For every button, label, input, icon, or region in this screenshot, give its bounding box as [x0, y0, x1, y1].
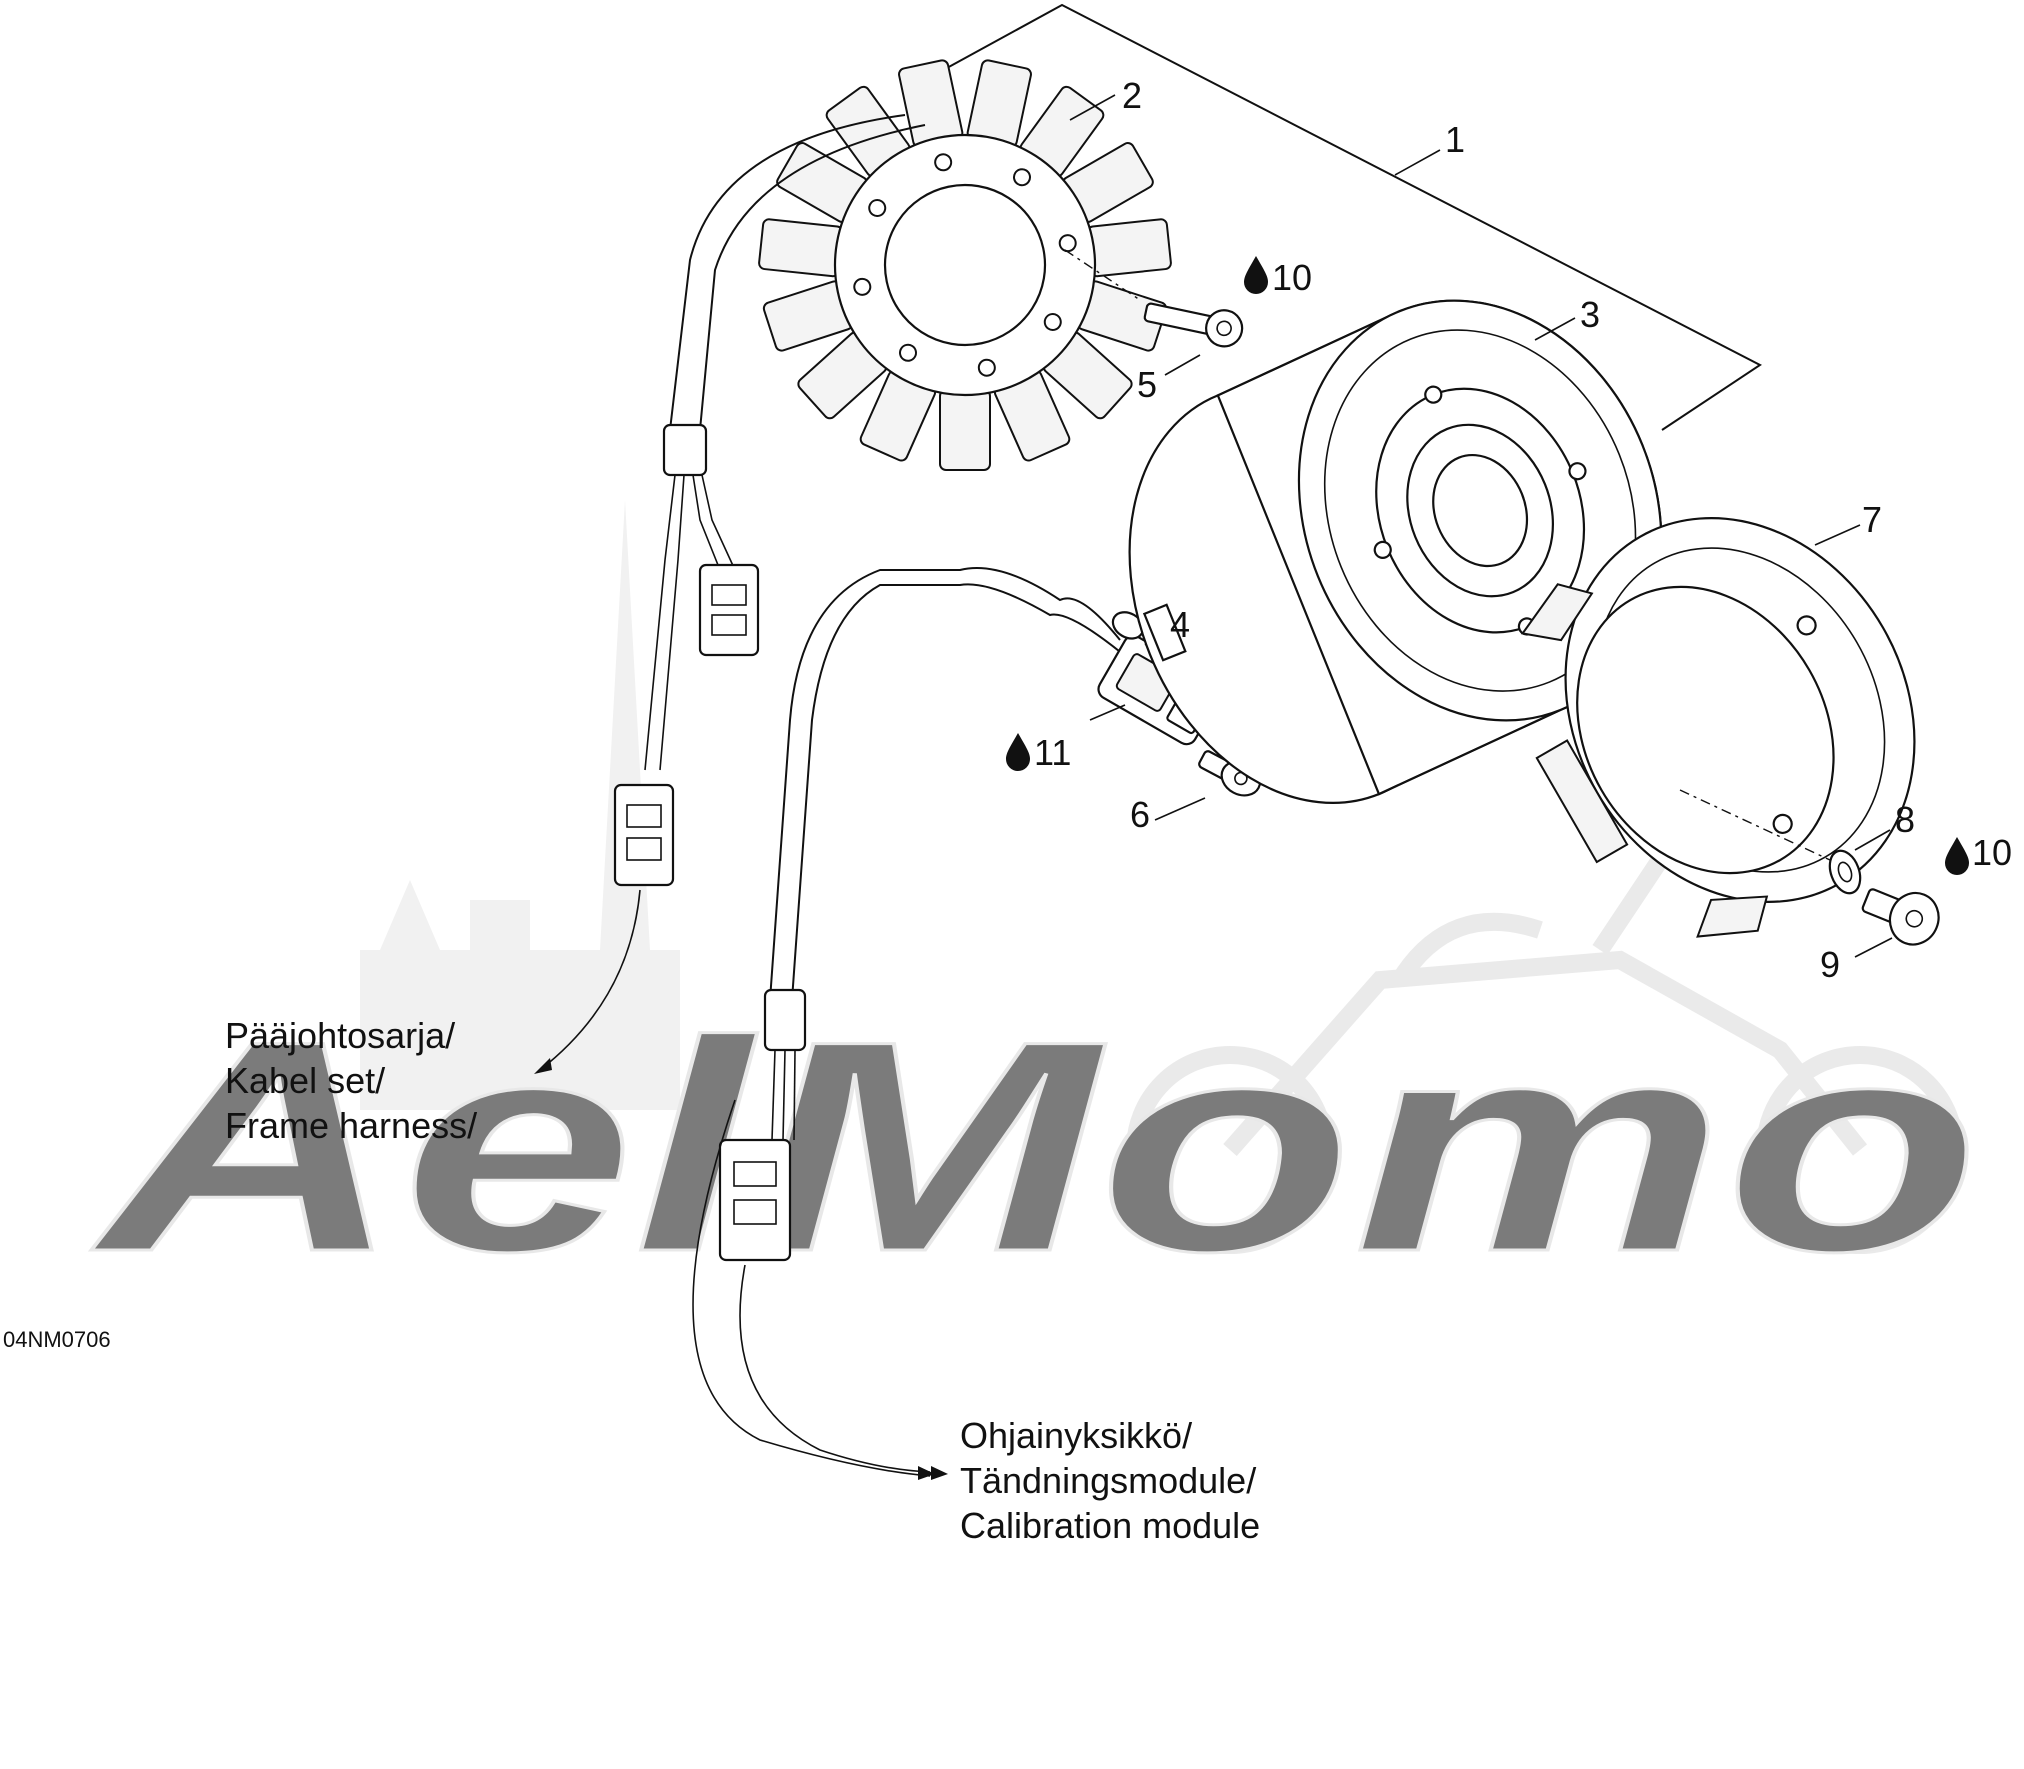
drawing-code: 04NM0706 — [3, 1327, 111, 1352]
callout-5: 5 — [1137, 364, 1157, 405]
screw-9 — [1861, 888, 1940, 946]
harness-label-line-1: Pääjohtosarja/ — [225, 1015, 455, 1056]
compound-10-lower: 10 — [1972, 832, 2012, 873]
drop-icon — [1006, 733, 1030, 771]
callout-9: 9 — [1820, 944, 1840, 985]
module-label-line-3: Calibration module — [960, 1505, 1260, 1546]
leader-5 — [1164, 354, 1201, 376]
flywheel — [1128, 299, 1663, 804]
leader-3 — [1534, 317, 1576, 341]
callout-1: 1 — [1445, 119, 1465, 160]
callout-8: 8 — [1895, 799, 1915, 840]
stator-harness — [534, 114, 926, 1074]
stator-poles — [758, 59, 1172, 471]
harness-label-line-3: Frame harness/ — [225, 1105, 477, 1146]
stator-connector-lower — [613, 783, 675, 887]
screw-5-centerline — [1064, 249, 1141, 301]
stator — [758, 59, 1172, 471]
harness-arrowhead — [534, 1058, 552, 1074]
harness-label-line-2: Kabel set/ — [225, 1060, 385, 1101]
leader-8 — [1854, 829, 1891, 851]
drop-icon — [1945, 837, 1969, 875]
drop-icon — [1244, 256, 1268, 294]
ring-gear-centerline — [1679, 789, 1831, 861]
assembly-bracket — [924, 3, 1762, 431]
callout-7: 7 — [1862, 499, 1882, 540]
module-label-line-2: Tändningsmodule/ — [960, 1460, 1256, 1501]
module-leader-a — [739, 1264, 931, 1473]
trigger-coil-harness — [692, 567, 1131, 1480]
module-leader-b — [692, 1099, 931, 1477]
callout-2: 2 — [1122, 75, 1142, 116]
washer-8 — [1828, 849, 1862, 895]
coil-harness-sleeve — [763, 988, 807, 1052]
watermark-text: AelMomo — [87, 978, 1980, 1314]
screw-5 — [1143, 302, 1244, 348]
callout-4: 4 — [1170, 604, 1190, 645]
leader-9 — [1854, 937, 1893, 958]
leader-11 — [1089, 704, 1126, 721]
leader-1 — [1394, 149, 1441, 176]
ring-gear — [1520, 517, 1916, 938]
leader-6 — [1154, 797, 1206, 821]
watermark-castle-silhouette — [360, 500, 680, 1110]
compound-11: 11 — [1034, 732, 1071, 773]
module-label-line-1: Ohjainyksikkö/ — [960, 1415, 1192, 1456]
watermark: AelMomo — [85, 500, 1981, 1316]
compound-10-upper: 10 — [1272, 257, 1312, 298]
harness-leader — [539, 889, 641, 1071]
stator-connector-upper — [698, 563, 760, 657]
callout-3: 3 — [1580, 294, 1600, 335]
coil-connector — [718, 1138, 792, 1262]
leader-7 — [1814, 524, 1861, 546]
harness-sleeve — [662, 423, 708, 477]
module-arrowhead-a — [918, 1466, 935, 1480]
callout-6: 6 — [1130, 794, 1150, 835]
module-arrowhead-b — [931, 1466, 948, 1480]
leader-2 — [1069, 94, 1116, 121]
